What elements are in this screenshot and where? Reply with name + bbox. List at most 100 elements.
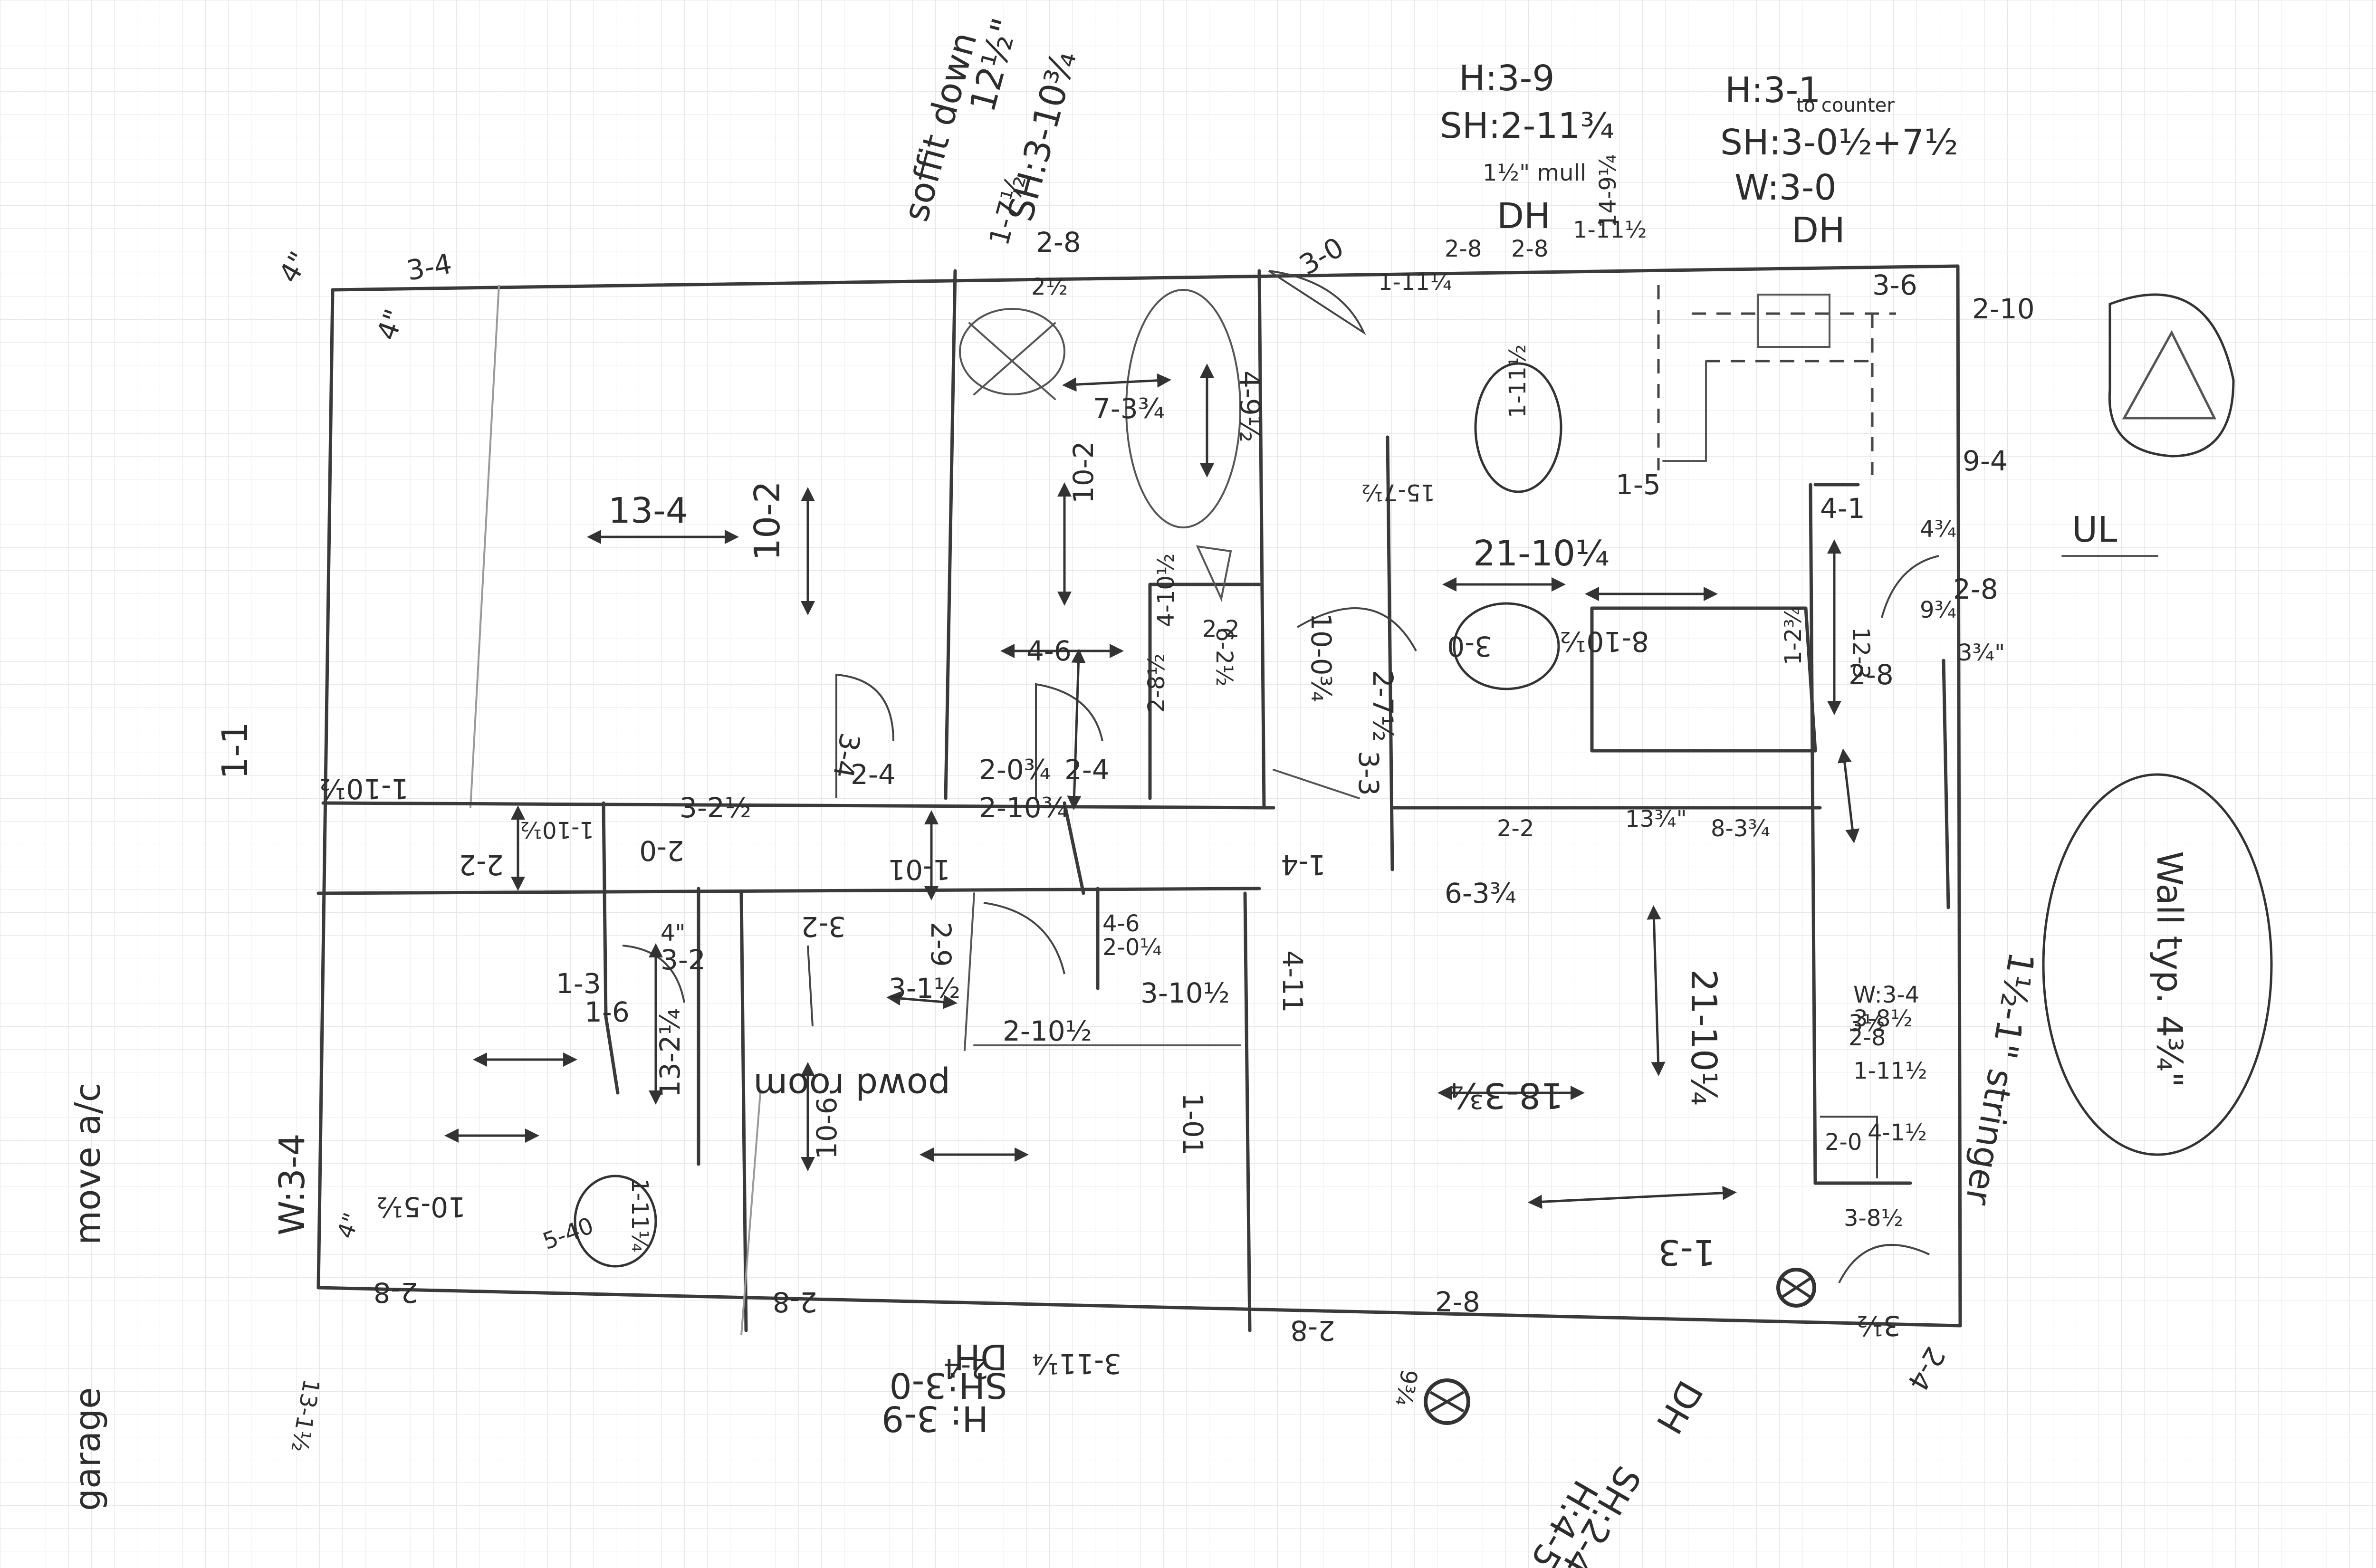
dimension-label: 3-2 [661,944,706,976]
dimension-label: 2-4 [1064,754,1110,786]
smoke-detector-icon [1776,1268,1816,1308]
dimension-label: 18-3¾ [1449,1075,1563,1116]
dimension-label: 2-8 [373,1276,418,1309]
dimension-label: 1-2¾ [1780,606,1807,665]
dimension-label: 2-0¾ [979,754,1051,786]
dimension-label: 4-1½ [1868,1119,1927,1146]
dimension-label: 21-10¼ [1473,533,1610,574]
dimension-label: 2-8½ [1143,653,1170,713]
dimension-label: 2-2 [1202,616,1239,642]
dimension-label: 2-4 [851,758,896,791]
dimension-label: 13-4 [608,490,688,531]
dimension-label: 1-3 [556,967,601,1000]
dimension-label: 10-2 [747,481,788,561]
dimension-label: 15-7½ [1361,479,1435,506]
smoke-detector-icon [1424,1378,1470,1425]
dimension-label: 2-8 [1849,659,1894,691]
double-hung-note: DH [954,1336,1007,1377]
dimension-label: 3-2½ [680,792,751,824]
dimension-label: 9-4 [1963,445,2008,477]
dimension-label: 2-8 [1036,226,1081,258]
dimension-label: 2-10 [1972,293,2035,325]
dimension-label: 1-01 [1177,1093,1209,1156]
dimension-label: 12-3 [1848,627,1874,679]
door-swings [622,270,1939,1283]
dimension-label: 3½ [1849,1010,1885,1037]
kitchen-cabinets [1657,285,1896,475]
dimension-label: 2-8 [772,1286,817,1318]
annotation-bubbles [574,293,2273,1268]
dimension-label: 1-5 [1616,468,1661,501]
side-notes: garage move a/c [67,1083,108,1511]
dimension-label: 2-2 [1497,815,1534,842]
dimension-label: W:3-4 [1853,982,1919,1008]
dimension-label: 3-8½ [1844,1205,1903,1232]
dimension-arrows [444,363,1860,1209]
dimension-label: 1-11½ [1504,344,1531,418]
dimension-label: 3-3 [1352,751,1385,796]
dimension-label: 1-10½ [520,816,594,843]
dimension-label: 1-1 [215,722,256,779]
window-sill-height-note: SH:3-0 [890,1365,1007,1405]
dimension-label: 3½ [1857,1310,1901,1342]
dimension-label: 2-8 [1445,236,1482,262]
dimension-label: 2-0¼ [1102,934,1162,961]
window-sill-height-note: SH:2-11¾ [1440,105,1614,146]
dimension-label: 1-01 [888,853,950,886]
double-hung-note: DH [1792,210,1845,251]
dimension-label: 1-11½ [1853,1058,1927,1084]
dimension-label: 21-10¼ [1683,969,1724,1106]
dimension-label: 2-0 [1825,1129,1862,1156]
dimension-label: 10-0¾ [1305,613,1337,702]
dimension-label: 10-2 [1067,441,1100,504]
dimension-label: 3-8½ [1853,1005,1913,1032]
move-ac-note: move a/c [67,1083,108,1245]
dimension-label: 2-10½ [1003,1015,1092,1047]
dimension-label: 2-7½ [1367,670,1399,742]
dimension-label: 4-6 [1026,635,1072,667]
dimension-label: 4-11 [1276,950,1309,1013]
dimension-label: 1-3 [1658,1232,1715,1272]
north-label: UL [2072,509,2117,550]
dimension-label: 3-2 [801,910,846,943]
dimension-label: 2-0 [639,834,684,867]
dimension-label: 14-9¼ [1595,154,1621,228]
dimension-label: 2½ [1031,274,1068,300]
dimension-label: 3-0 [1447,630,1492,662]
dimension-label: 1-10½ [319,773,409,805]
window-sill-height-note: SH:3-0½+7½ [1720,122,1958,163]
dimension-label: 9¾ [1390,1367,1423,1408]
exterior-walls [316,264,1962,1328]
wall-note: Wall typ. 4¾" [2149,851,2190,1088]
north-arrow-icon: UL [2061,330,2217,557]
dimension-label: 3-6 [1872,269,1917,301]
dimension-label: 4-1 [1820,492,1865,525]
dimension-label: 3-4 [827,731,866,781]
dimension-label: 4" [661,920,686,947]
dimension-label: 2-2 [459,849,504,881]
mull-note: 1½" mull [1483,160,1586,186]
dimension-label: 6-3¾ [1445,877,1516,909]
dimension-label: 7-3¾ [1093,392,1165,425]
dimension-label: 3¾" [1958,640,2005,666]
dimension-label: 4-10½ [1153,554,1179,627]
dimension-label: 4-6 [1102,910,1140,937]
window-width-note: W:3-4 [272,1133,313,1235]
dimension-label: 10-6 [811,1097,843,1159]
window-height-note: H:3-1 [1725,70,1820,111]
dimension-label: 1-11½ [1573,217,1647,243]
dimension-label: 1-11¼ [1378,269,1452,296]
window-height-note: H:3-9 [1459,58,1554,99]
dimension-label: 13¾" [1625,806,1687,832]
dimension-label: 1-6 [584,996,630,1028]
dimension-label: 4-9½ [1234,371,1266,442]
dimension-label: 2-8 [1290,1314,1335,1347]
dimension-label: 3-11¼ [1032,1348,1121,1380]
dimension-label: 8-3¾ [1711,815,1770,842]
interior-walls [316,269,1950,1336]
room-label: powd room [753,1065,950,1106]
dimension-label: 2-9 [925,922,957,967]
dimension-label: 2-10¾ [979,792,1068,824]
dimension-label: 1-11¼ [626,1178,653,1252]
